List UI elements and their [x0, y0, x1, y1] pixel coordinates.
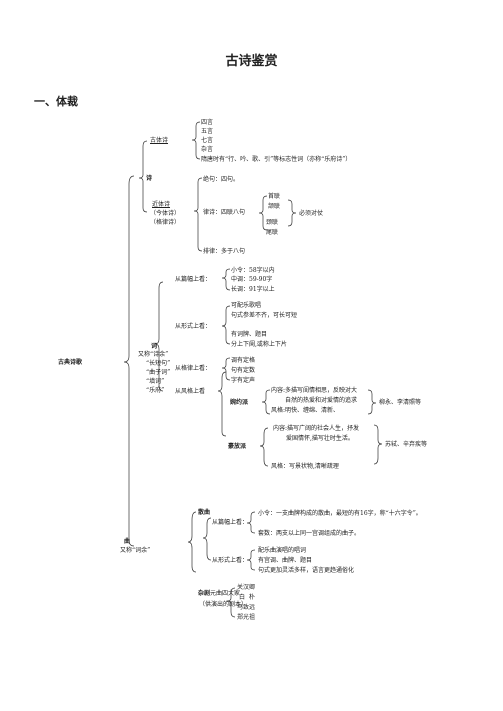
gutishi-item: 七言: [201, 137, 214, 144]
zaju-author: 关汉卿: [237, 584, 256, 591]
bracket-gutishi: [191, 121, 201, 160]
ci-form-item: 分上下阕,或称上下片: [231, 341, 287, 348]
lian-item: 颔联: [268, 203, 281, 210]
ci-alias: “长短句”: [146, 360, 171, 367]
gutishi-label: 古体诗: [150, 137, 169, 144]
wanyue-label: 婉约派: [230, 399, 249, 406]
pailu-text: 排律：多于八句: [203, 248, 246, 255]
zaju-author: 白 朴: [239, 594, 255, 601]
bracket-ci-length: [221, 268, 231, 291]
wanyue-line: 内容:多描写闺情相思，反映对大: [271, 387, 358, 394]
bracket-jintishi: [193, 177, 203, 252]
bracket-shi: [138, 140, 148, 213]
section-heading: 一、体裁: [34, 95, 78, 108]
ci-rhythm-label: 从格律上看：: [175, 365, 212, 372]
haofang-line: 内容:描写广阔的社会人生，抒发: [273, 425, 360, 432]
shi-label: 诗: [146, 175, 153, 182]
ci-style-label: 从风格上看: [175, 388, 206, 395]
qu-alias: 又称“词余”: [120, 547, 151, 554]
lian-item: 尾联: [266, 229, 279, 236]
haofang-line: 风格：写景状物,清晰疏理: [271, 463, 339, 470]
wanyue-line: 风格:明快、缠绵、清新、: [271, 407, 340, 414]
zaju-note: （供演出的剧本）: [199, 601, 248, 608]
qu-form-item: 有宫调、曲牌、题目: [258, 557, 313, 564]
ci-form-item: 有词牌、题目: [231, 331, 268, 338]
ci-label: 词: [151, 343, 158, 350]
wanyue-line: 自然的热爱和对爱情的追求: [285, 397, 358, 404]
ci-alias: “填词”: [146, 378, 165, 385]
bracket-root: [123, 175, 135, 547]
haofang-poets: 苏轼、辛弃疾等: [385, 441, 428, 448]
lushi-text: 律诗：四联八句: [203, 209, 246, 216]
lian-item: 颈联: [266, 219, 279, 226]
bracket-zaju: [226, 587, 236, 618]
haofang-label: 豪放派: [228, 443, 247, 450]
qu-label: 曲: [124, 538, 131, 545]
gutishi-item: 四言: [201, 119, 214, 126]
bracket-haofang-poets: [373, 424, 383, 465]
bracket-wanyue: [261, 389, 271, 415]
bracket-qu: [187, 511, 197, 573]
ci-length-item: 小令：58字以内: [231, 267, 275, 274]
zaju-text: 元曲四大家: [210, 590, 241, 597]
bracket-haofang: [259, 427, 269, 467]
lian-item: 首联: [268, 193, 281, 200]
ci-alias: “曲子词”: [146, 369, 171, 376]
gutishi-item: 隋唐时有“行、吟、歌、引”等标志性词（亦称“乐府诗”）: [201, 156, 352, 163]
ci-form-label: 从形式上看：: [175, 323, 212, 330]
ci-form-item: 可配乐歌唱: [231, 302, 262, 309]
zaju-author: 郑光祖: [237, 614, 256, 621]
ci-form-item: 句式参差不齐，可长可短: [231, 312, 298, 319]
zaju-author: 马致远: [237, 604, 256, 611]
bracket-lian: [258, 195, 268, 231]
jintishi-alias: （今体诗）: [150, 210, 181, 217]
bracket-sanqu: [202, 517, 212, 561]
duizhang-text: 必须对仗: [299, 210, 324, 217]
qu-form-item: 配乐曲演唱的唱词: [258, 547, 307, 554]
ci-length-item: 长调：91字以上: [231, 286, 275, 293]
ci-length-label: 从篇幅上看：: [175, 276, 212, 283]
jueju-text: 绝句：四句。: [203, 176, 240, 183]
bracket-ci-style: [217, 371, 227, 437]
qu-length-label: 从篇幅上看：: [212, 519, 249, 526]
wanyue-poets: 柳永、李清照等: [379, 399, 422, 406]
document-title: 古诗鉴赏: [225, 54, 278, 69]
jintishi-alias: （格律诗）: [150, 219, 181, 226]
haofang-line: 爱国情怀,描写壮时生活。: [286, 435, 354, 442]
root-label: 古典诗歌: [58, 359, 83, 366]
ci-rhythm-item: 字有定声: [231, 377, 256, 384]
sanqu-label: 散曲: [198, 509, 211, 516]
gutishi-item: 五言: [201, 128, 214, 135]
bracket-qu-form: [246, 549, 256, 571]
zaju-label: 杂剧: [198, 590, 211, 597]
ci-rhythm-item: 句有定数: [231, 367, 256, 374]
bracket-ci: [154, 281, 164, 392]
ci-alias: 又称“诗余”: [138, 351, 169, 358]
qu-form-label: 从形式上看：: [212, 557, 249, 564]
ci-rhythm-item: 调有定格: [231, 357, 256, 364]
jintishi-label: 近体诗: [152, 201, 171, 208]
qu-length-item: 小令：一支曲牌构成的散曲，最短的有16字，称“十六字令”。: [258, 510, 422, 517]
qu-length-item: 套数：两支以上同一宫调组成的曲子。: [258, 530, 361, 537]
gutishi-item: 杂言: [201, 146, 214, 153]
bracket-ci-form: [221, 305, 231, 345]
bracket-qu-length: [246, 511, 256, 534]
bracket-duizhang: [287, 199, 297, 227]
bracket-ci-rhythm: [221, 357, 231, 381]
qu-form-item: 句式更加灵活多样，语言更趋通俗化: [258, 567, 355, 574]
ci-length-item: 中调：59-90字: [231, 276, 273, 283]
bracket-wanyue-poets: [367, 389, 377, 415]
ci-alias: “乐府”: [146, 387, 165, 394]
